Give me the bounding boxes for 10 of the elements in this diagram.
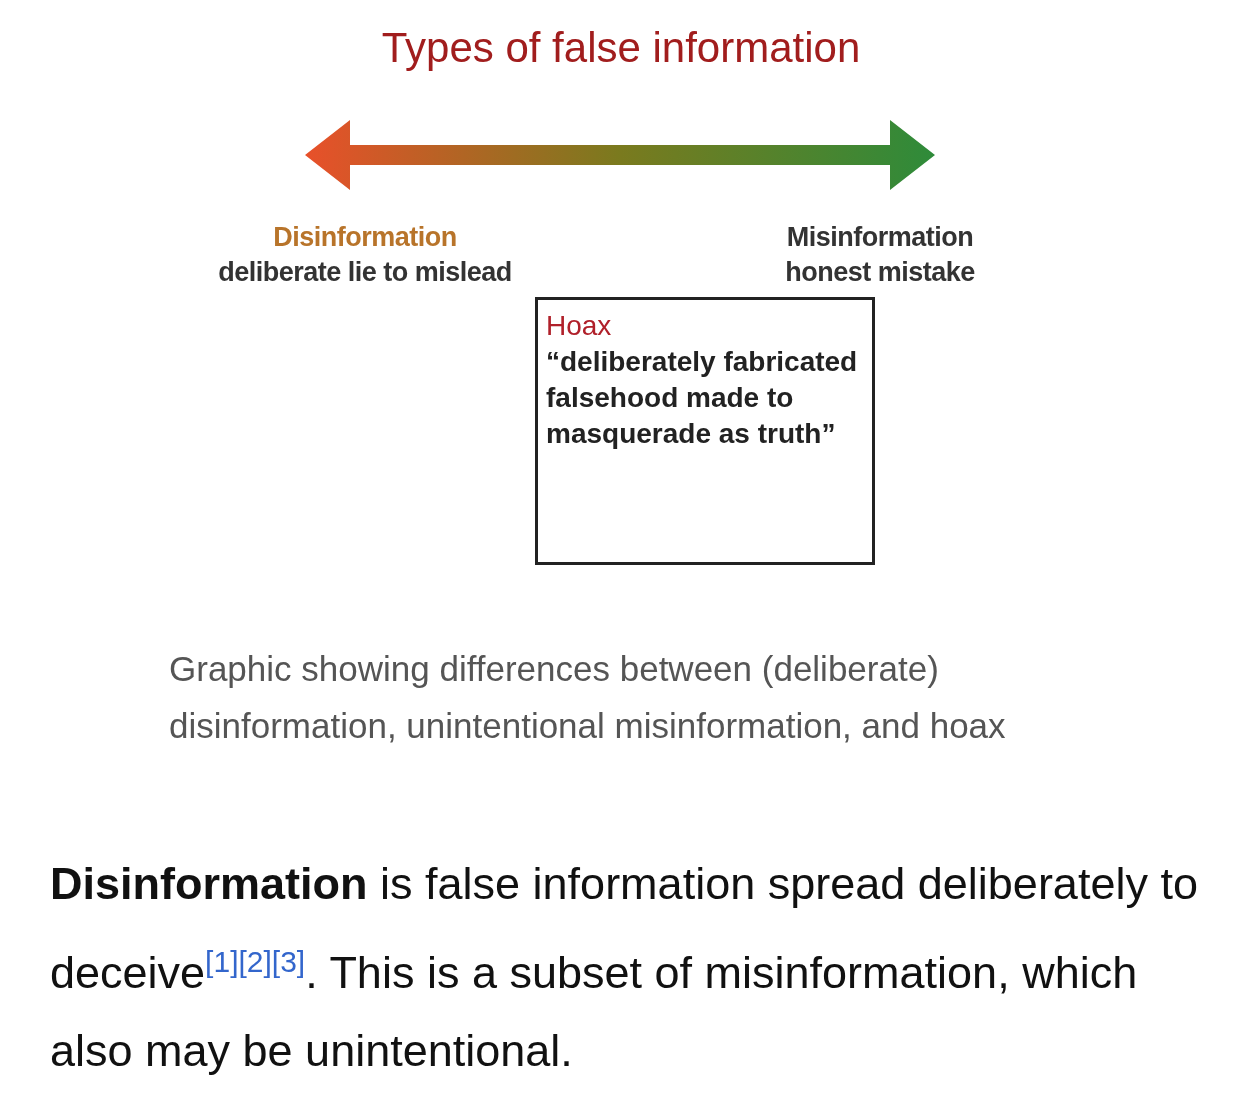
definition-quote: “deliberately fabricated falsehood made to masquerade as truth” [546,345,859,451]
definition-box [535,297,875,565]
figure-caption: Graphic showing differences between (deliberate) disinformation, unintentional misinformation, and hoax [169,648,1007,747]
box-heading: Hoax [546,309,613,343]
spectrum-end-description: honest mistake [784,257,976,288]
spectrum-end-description: deliberate lie to mislead [217,257,513,288]
diagram-title: Types of false information [380,24,862,72]
spectrum-end-label: Misinformation [785,222,975,253]
article-paragraph: Disinformation is false information spread deliberately to deceive$^{[1][2][3]}$. This is a subset of misinformation, which also may be unintentional. [50,857,1199,1078]
spectrum-end-label: Disinformation [272,222,458,253]
